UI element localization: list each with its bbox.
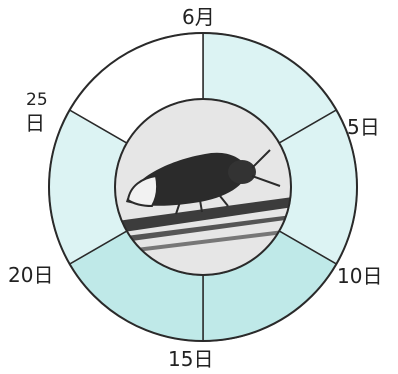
center-photo [114,98,292,276]
label-day-25-unit: 日 [25,111,45,135]
grass-blade [115,196,291,234]
firefly-legs [175,195,229,215]
outer-border [48,32,358,342]
label-june: 6月 [182,5,215,29]
label-day-20: 20日 [8,263,54,287]
label-day-15: 15日 [168,347,214,371]
firefly-light-organ [126,174,159,208]
label-day-25-number: 25 [26,90,48,110]
firefly-head [228,160,256,184]
grass-blade-thin [115,214,291,244]
label-day-10: 10日 [337,264,383,288]
firefly-antennae [251,149,281,187]
label-day-5: 5日 [347,115,380,139]
grass-blade-thin [120,228,291,254]
photo-border [114,98,292,276]
